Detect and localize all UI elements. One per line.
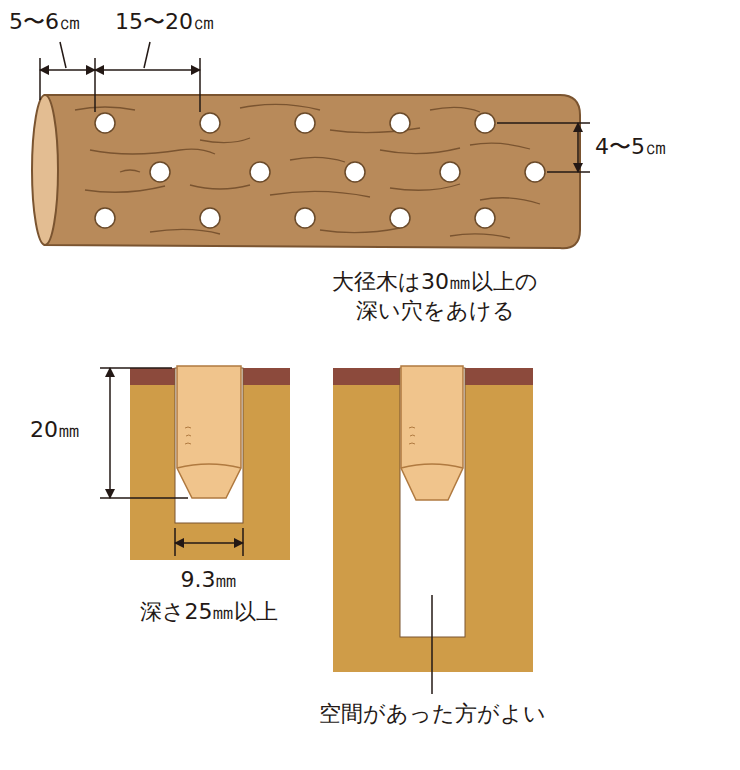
dimension-label: 9.3㎜ — [181, 566, 238, 595]
inoculation-holes — [95, 113, 545, 228]
bark-lines — [75, 104, 540, 238]
note-text: 空間があった方がよい — [319, 700, 546, 729]
dimension-label: 15〜20㎝ — [115, 8, 215, 37]
cross-section-deep — [333, 366, 533, 694]
log-body — [45, 95, 580, 248]
dimension-label: 20㎜ — [30, 416, 80, 445]
note-text: 深さ25㎜以上 — [140, 598, 279, 627]
cross-section-dimensions — [100, 368, 243, 556]
dimension-lines — [40, 42, 590, 172]
note-text: 大径木は30㎜以上の 深い穴をあける — [300, 268, 570, 325]
dimension-label: 4〜5㎝ — [595, 133, 667, 162]
dimension-label: 5〜6㎝ — [9, 8, 81, 37]
cross-section-standard — [130, 366, 290, 560]
log-end — [32, 95, 58, 245]
